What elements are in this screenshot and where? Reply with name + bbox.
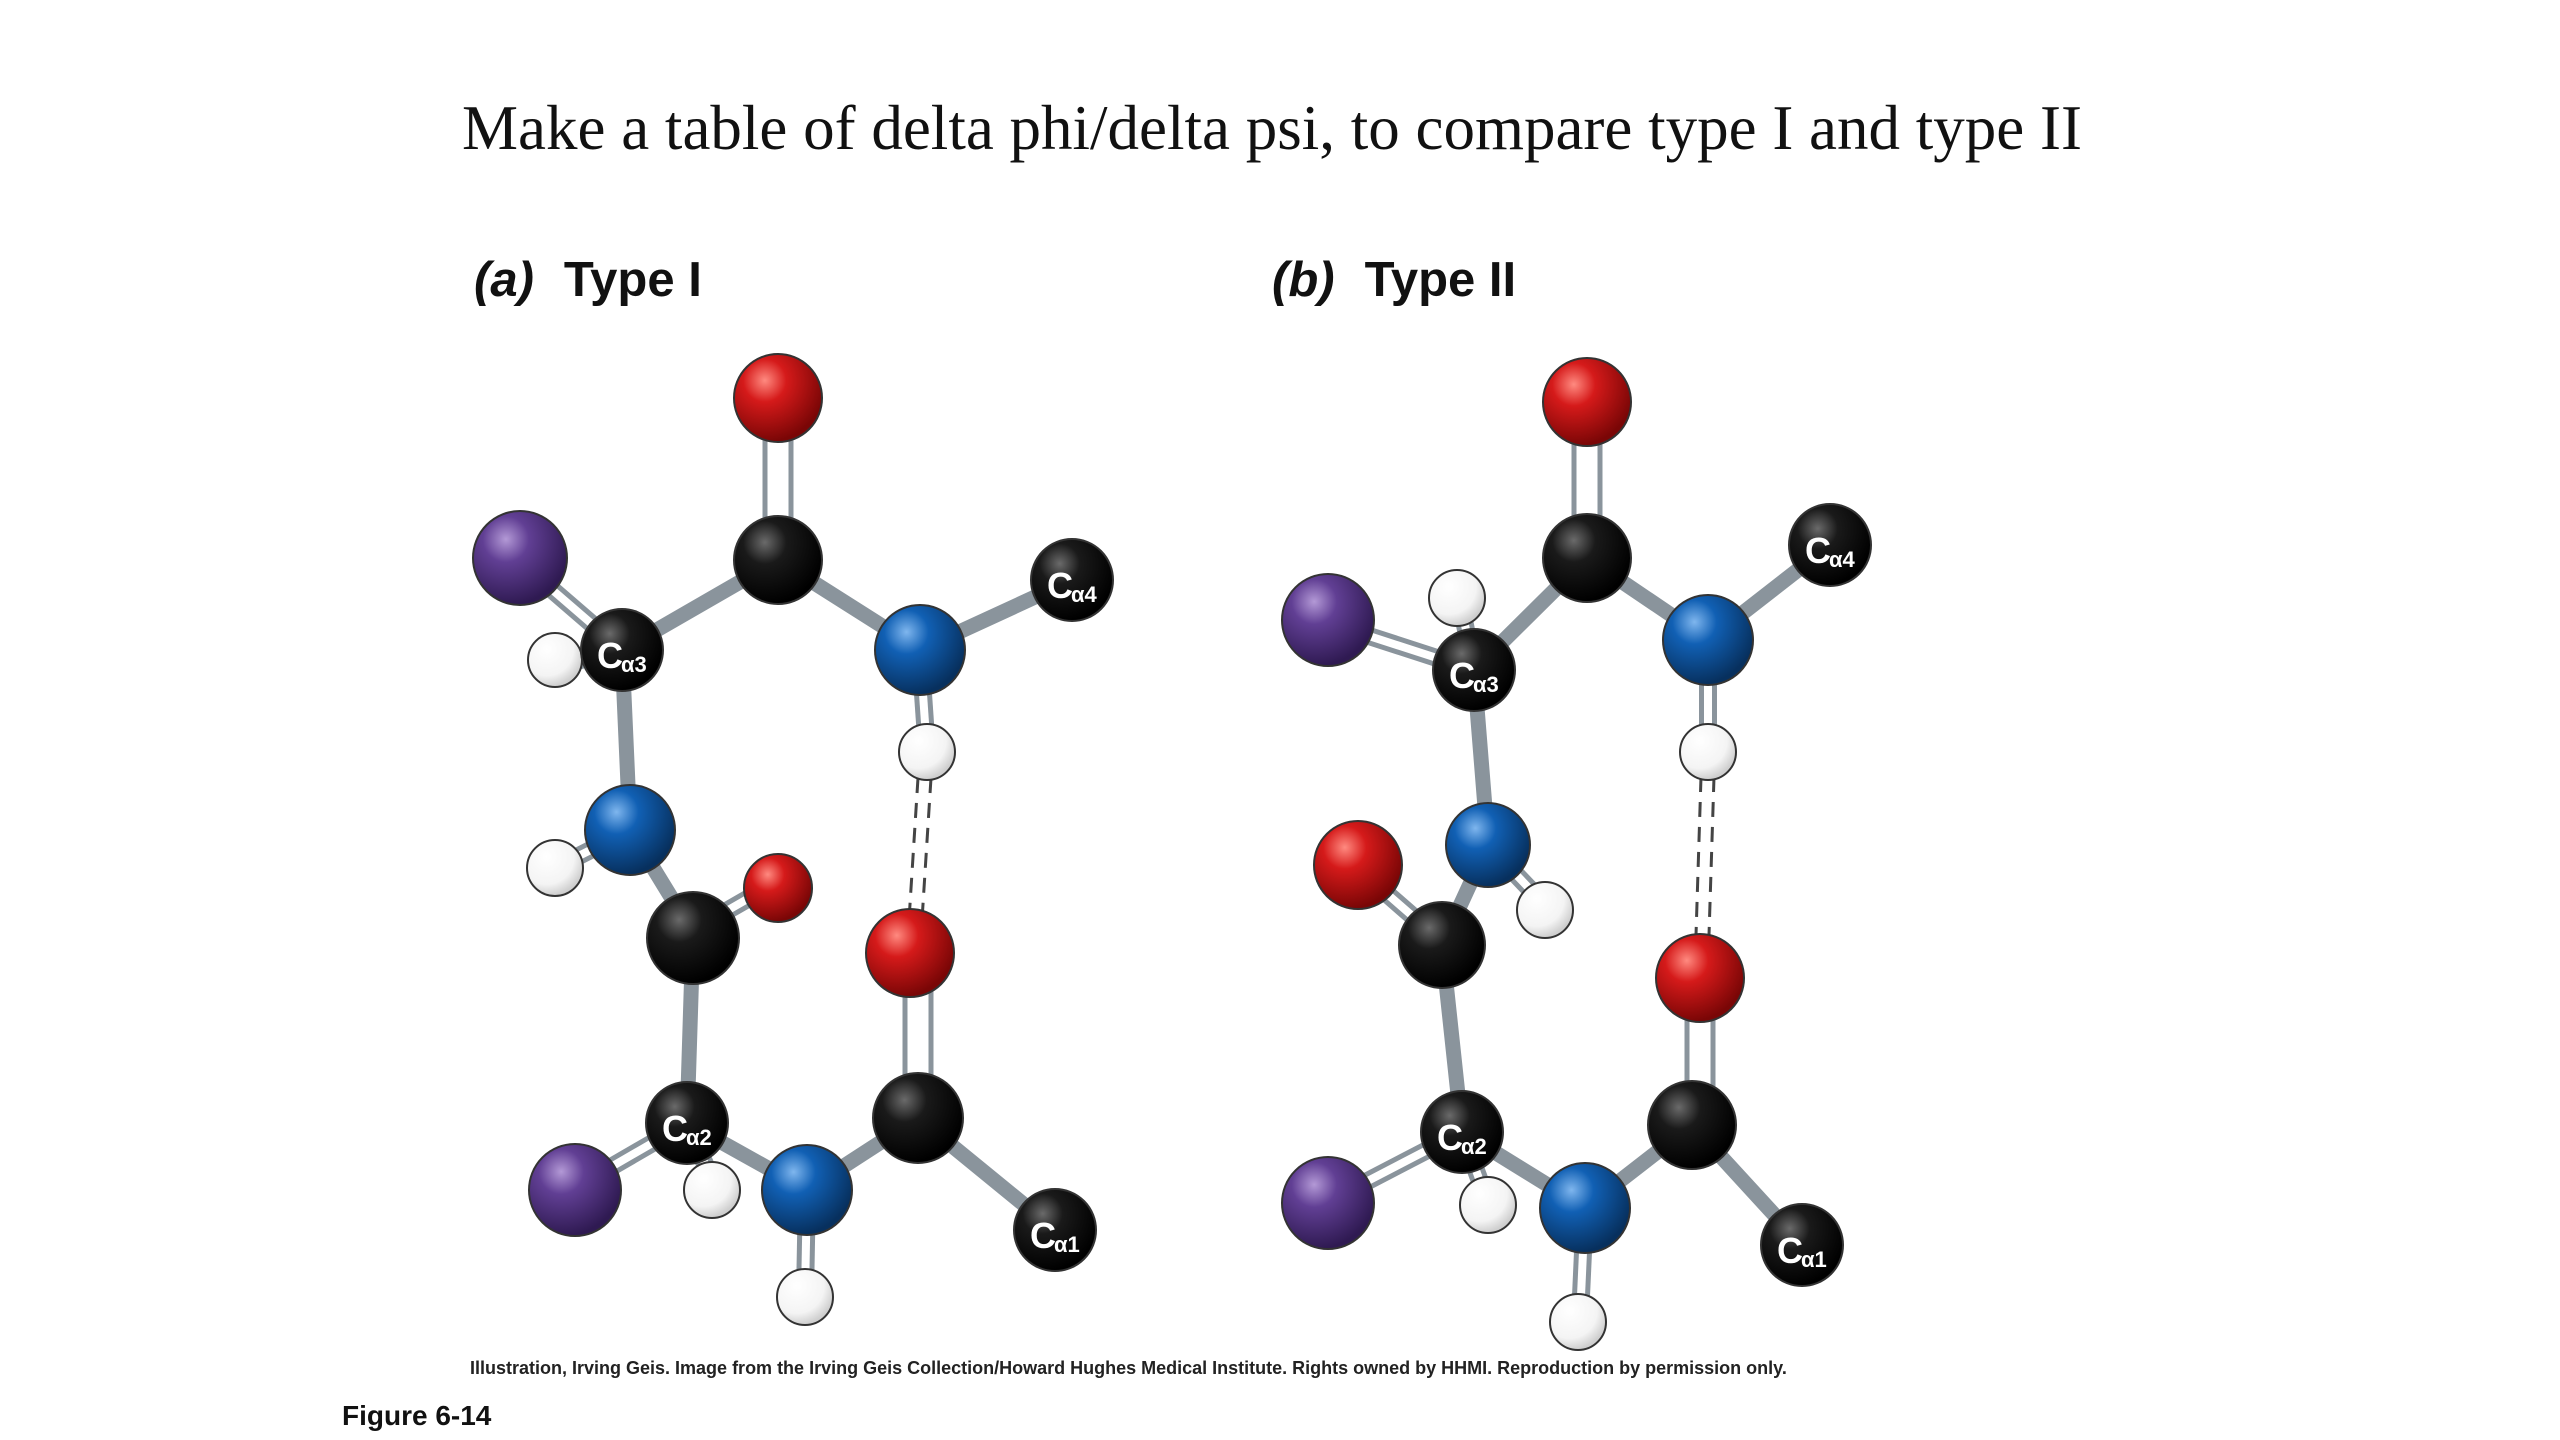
oxygen-o1	[865, 908, 955, 998]
alpha-carbon-1	[1760, 1203, 1844, 1287]
hydrogen-ha2	[1459, 1176, 1517, 1234]
carbonyl-carbon-3	[1542, 513, 1632, 603]
nitrogen-n3	[1445, 802, 1531, 888]
alpha-carbon-4	[1788, 503, 1872, 587]
nitrogen-n4	[1662, 594, 1754, 686]
panel-a-label: (a) Type I	[474, 252, 702, 308]
label-c-ca2: C	[1437, 1117, 1463, 1158]
label-c-ca4: C	[1047, 565, 1073, 606]
type-ii-molecule: C α3 C α4 C α2 C α1	[1281, 357, 1872, 1351]
label-c-ca3: C	[1449, 655, 1475, 696]
carbonyl-carbon-1	[872, 1072, 964, 1164]
label-c-ca2: C	[662, 1108, 688, 1149]
nitrogen-n2	[1539, 1162, 1631, 1254]
oxygen-o2	[1313, 820, 1403, 910]
label-ca4: α4	[1829, 547, 1856, 572]
hydrogen-ha2	[683, 1161, 741, 1219]
label-c-ca3: C	[597, 635, 623, 676]
type-i-atom-labels: C α3 C α4 C α2 C α1	[597, 565, 1098, 1257]
side-chain-r2	[528, 1143, 622, 1237]
carbonyl-carbon-1	[1647, 1080, 1737, 1170]
label-c-ca1: C	[1777, 1230, 1803, 1271]
panel-a-name: Type I	[563, 253, 702, 307]
carbonyl-carbon-3	[733, 515, 823, 605]
type-i-double-bonds	[688, 402, 934, 1110]
side-chain-r3	[1281, 573, 1375, 667]
oxygen-o1	[1655, 933, 1745, 1023]
nitrogen-n2	[761, 1144, 853, 1236]
panel-a-letter: (a)	[474, 253, 534, 307]
alpha-carbon-1	[1013, 1188, 1097, 1272]
type-ii-atom-labels: C α3 C α4 C α2 C α1	[1437, 530, 1856, 1272]
image-credit: Illustration, Irving Geis. Image from th…	[470, 1358, 1787, 1378]
label-ca1: α1	[1054, 1232, 1080, 1257]
hydrogen-ha3	[1428, 569, 1486, 627]
nitrogen-n4	[874, 604, 966, 696]
carbonyl-carbon-2	[646, 891, 740, 985]
alpha-carbon-3	[1432, 628, 1516, 712]
label-ca1: α1	[1801, 1247, 1827, 1272]
label-ca3: α3	[1473, 672, 1499, 697]
panel-b-label: (b) Type II	[1272, 252, 1516, 308]
side-chain-r2	[1281, 1156, 1375, 1250]
oxygen-o3	[1542, 357, 1632, 447]
label-ca2: α2	[686, 1125, 712, 1150]
side-chain-r3	[472, 510, 568, 606]
type-ii-double-bonds	[1353, 405, 1716, 1118]
alpha-carbon-2	[645, 1081, 729, 1165]
nitrogen-n3	[584, 784, 676, 876]
oxygen-o3	[733, 353, 823, 443]
hydrogen-hn3	[1516, 881, 1574, 939]
hydrogen-hn4	[898, 723, 956, 781]
type-i-hydrogen-bond	[907, 777, 933, 921]
hydrogen-hn2	[1549, 1293, 1607, 1351]
alpha-carbon-4	[1030, 538, 1114, 622]
hydrogen-hn4	[1679, 723, 1737, 781]
hydrogen-hn2	[776, 1268, 834, 1326]
alpha-carbon-3	[580, 608, 664, 692]
slide-title: Make a table of delta phi/delta psi, to …	[462, 93, 2082, 163]
carbonyl-carbon-2	[1398, 901, 1486, 989]
panel-b-name: Type II	[1364, 253, 1517, 307]
label-ca4: α4	[1071, 582, 1098, 607]
panel-b-letter: (b)	[1272, 253, 1335, 307]
type-i-molecule: C α3 C α4 C α2 C α1	[472, 353, 1114, 1326]
hydrogen-ha3	[527, 632, 583, 688]
type-ii-side-bonds	[1330, 598, 1717, 1319]
oxygen-o2	[743, 853, 813, 923]
type-i-atoms	[472, 353, 1114, 1326]
label-c-ca4: C	[1805, 530, 1831, 571]
label-ca3: α3	[621, 652, 647, 677]
label-ca2: α2	[1461, 1134, 1487, 1159]
figure-label: Figure 6-14	[342, 1400, 492, 1431]
hydrogen-hn3	[526, 839, 584, 897]
type-ii-hydrogen-bond	[1694, 776, 1716, 936]
label-c-ca1: C	[1030, 1215, 1056, 1256]
type-ii-atoms	[1281, 357, 1872, 1351]
alpha-carbon-2	[1420, 1090, 1504, 1174]
